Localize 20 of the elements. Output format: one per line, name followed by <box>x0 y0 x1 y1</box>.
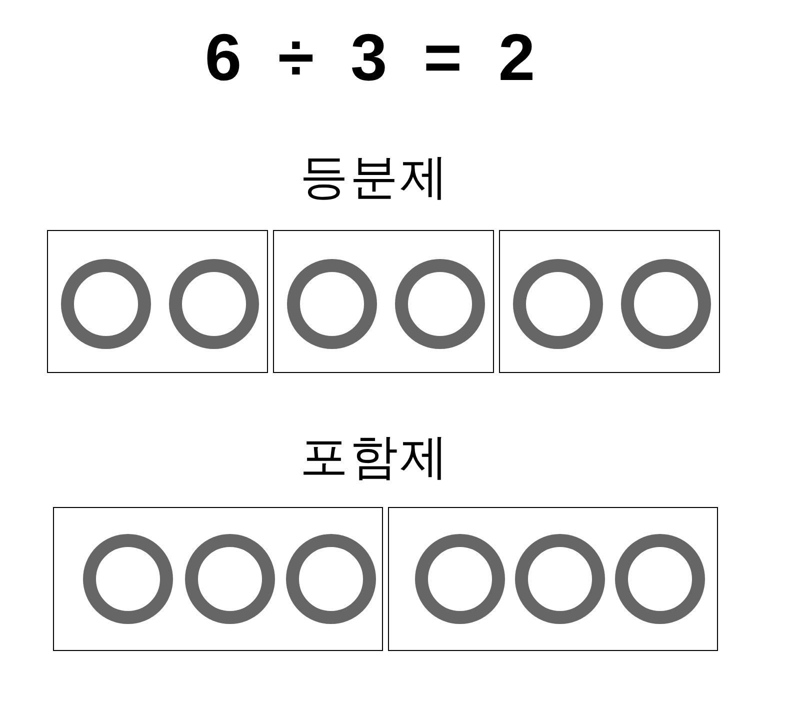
counter-ring <box>61 259 151 349</box>
counter-ring <box>415 534 505 624</box>
counter-ring <box>515 534 605 624</box>
group-box <box>273 230 494 373</box>
section-heading: 등분제 <box>299 150 451 206</box>
counter-ring <box>621 259 711 349</box>
counter-ring <box>513 259 603 349</box>
counter-ring <box>395 259 485 349</box>
counter-ring <box>169 259 259 349</box>
equation-title: 6 ÷ 3 = 2 <box>204 19 536 96</box>
group-box <box>47 230 268 373</box>
group-box <box>499 230 720 373</box>
section-heading: 포함제 <box>299 430 451 486</box>
counter-ring <box>83 534 173 624</box>
counter-ring <box>287 259 377 349</box>
counter-ring <box>615 534 705 624</box>
group-box <box>388 507 718 651</box>
group-box <box>53 507 383 651</box>
counter-ring <box>286 534 376 624</box>
counter-ring <box>185 534 275 624</box>
